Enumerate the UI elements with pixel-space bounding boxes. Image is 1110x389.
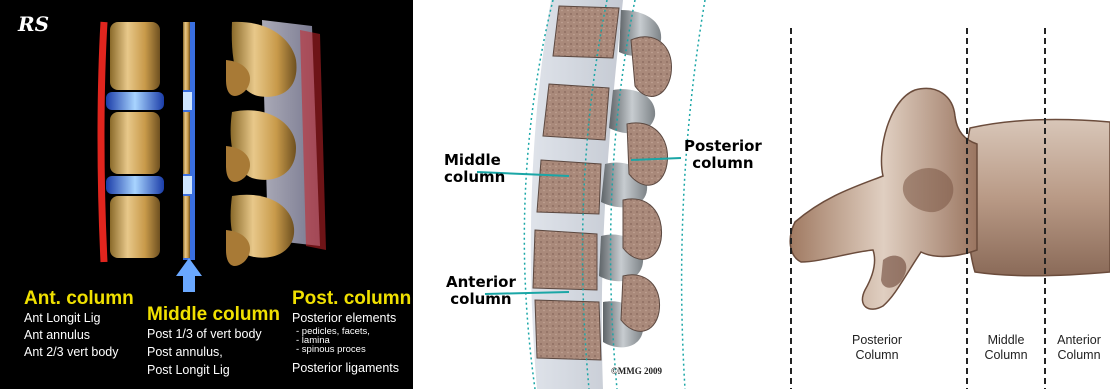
middle-line: Post Longit Lig: [147, 362, 230, 378]
three-column-illustration-panel: RS Ant. column Ant Longit Lig Ant annulu…: [0, 0, 413, 389]
posterior-line: Posterior elements: [292, 310, 396, 326]
logo: RS: [18, 12, 49, 36]
vertebral-body: [110, 112, 160, 174]
axial-vertebra-diagram: [765, 0, 1110, 389]
anterior-longitudinal-ligament: [101, 22, 104, 262]
anterior-line: Ant Longit Lig: [24, 310, 100, 326]
vertebral-body: [110, 22, 160, 90]
middle-column-arrow: [176, 258, 202, 292]
middle-line: Post annulus,: [147, 344, 223, 360]
posterior-column-title: Post. column: [292, 288, 411, 310]
anterior-column-title: Ant. column: [24, 288, 134, 310]
middle-column-title: Middle column: [147, 304, 280, 326]
lateral-spine-diagram: [413, 0, 765, 389]
intervertebral-disc: [106, 92, 164, 110]
intervertebral-disc: [106, 176, 164, 194]
anterior-line: Ant annulus: [24, 327, 90, 343]
middle-line: Post 1/3 of vert body: [147, 326, 262, 342]
vertebral-body: [966, 120, 1110, 276]
copyright: ©MMG 2009: [611, 366, 662, 376]
posterior-line: Posterior ligaments: [292, 360, 399, 376]
vertebral-body: [110, 196, 160, 258]
anterior-line: Ant 2/3 vert body: [24, 344, 119, 360]
posterior-subline: - spinous proces: [296, 345, 366, 354]
outer-boundary-line: [682, 0, 705, 389]
